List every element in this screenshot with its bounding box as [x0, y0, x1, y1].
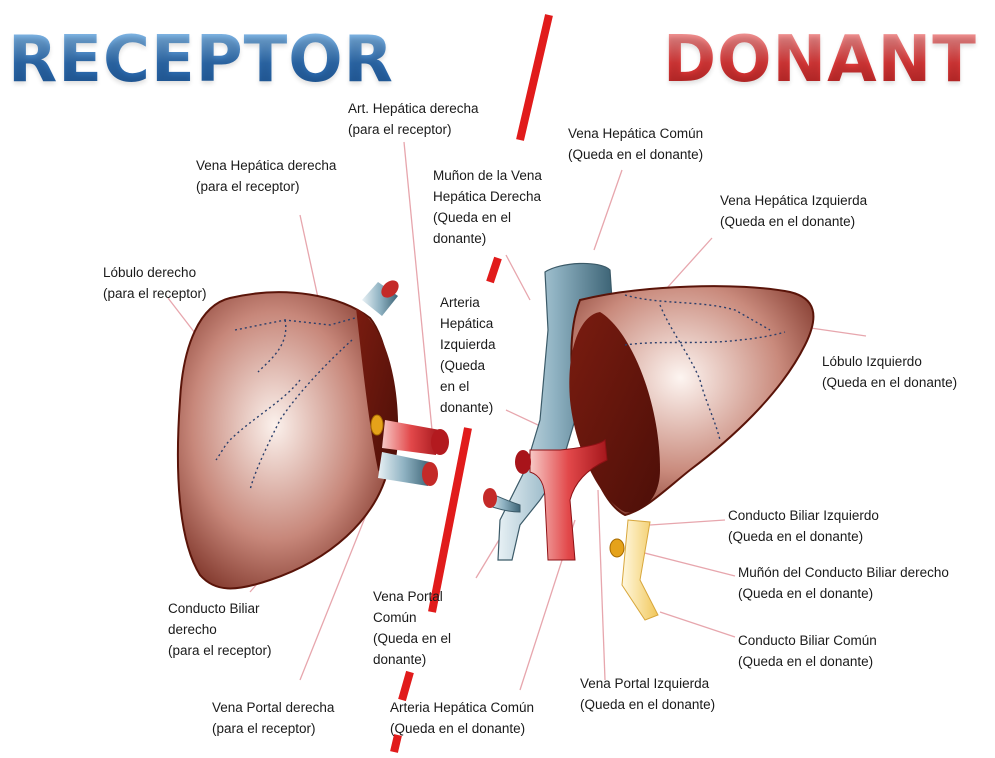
label-right-hepatic-artery: Art. Hepática derecha (para el receptor) — [348, 98, 479, 140]
label-common-portal-vein: Vena Portal Común (Queda en el donante) — [373, 586, 451, 670]
label-common-hepatic-vein: Vena Hepática Común (Queda en el donante… — [568, 123, 703, 165]
label-left-lobe: Lóbulo Izquierdo (Queda en el donante) — [822, 351, 957, 393]
receptor-title: RECEPTOR — [8, 28, 394, 92]
label-right-portal-vein: Vena Portal derecha (para el receptor) — [212, 697, 334, 739]
donant-title: DONANT — [663, 28, 977, 92]
label-common-bile-duct: Conducto Biliar Común (Queda en el donan… — [738, 630, 877, 672]
label-right-lobe: Lóbulo derecho (para el receptor) — [103, 262, 207, 304]
label-right-hepatic-vein-stump: Muñon de la Vena Hepática Derecha (Queda… — [433, 165, 542, 249]
label-left-bile-duct: Conducto Biliar Izquierdo (Queda en el d… — [728, 505, 879, 547]
label-right-bile-duct: Conducto Biliar derecho (para el recepto… — [168, 598, 272, 661]
label-right-hepatic-vein: Vena Hepática derecha (para el receptor) — [196, 155, 336, 197]
label-left-portal-vein: Vena Portal Izquierda (Queda en el donan… — [580, 673, 715, 715]
right-bile-duct-stump — [371, 415, 383, 435]
left-bile-duct — [610, 520, 658, 620]
label-left-hepatic-artery: Arteria Hepática Izquierda (Queda en el … — [440, 292, 496, 418]
right-portal-vein-stub — [378, 452, 438, 486]
label-right-bile-duct-stump: Muñón del Conducto Biliar derecho (Queda… — [738, 562, 949, 604]
label-left-hepatic-vein: Vena Hepática Izquierda (Queda en el don… — [720, 190, 867, 232]
right-hepatic-vein-stub — [362, 277, 402, 316]
label-common-hepatic-artery: Arteria Hepática Común (Queda en el dona… — [390, 697, 534, 739]
right-lobe-liver — [178, 277, 449, 588]
right-bile-duct-stump-donor — [610, 539, 624, 557]
